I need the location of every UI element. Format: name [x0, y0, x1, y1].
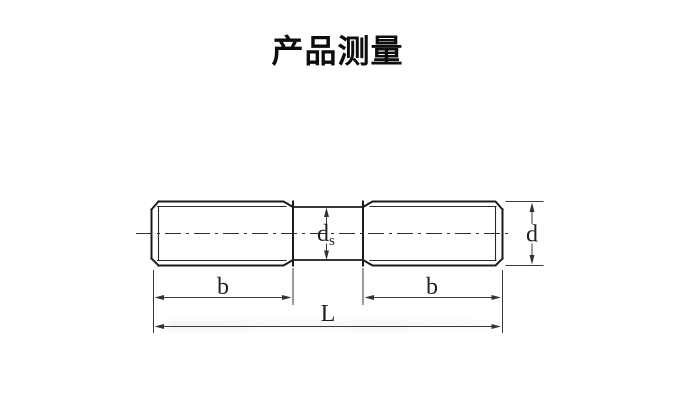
thread-lines — [156, 205, 497, 262]
dim-label-b-left: b — [217, 274, 229, 300]
dim-label-b-right: b — [426, 274, 438, 300]
arrow-left-icon — [364, 295, 374, 300]
arrow-down-icon — [324, 250, 329, 260]
arrow-up-icon — [529, 202, 535, 212]
dimension-thread-diameter: d — [505, 201, 544, 266]
dim-label-L: L — [321, 301, 336, 327]
dimension-thread-length-left: b — [153, 268, 294, 333]
dimension-thread-length-right: b — [362, 268, 503, 333]
dimension-shank-diameter: ds — [317, 207, 335, 260]
arrow-up-icon — [324, 207, 329, 217]
dim-label-ds: ds — [317, 221, 335, 249]
stud-outline — [150, 200, 504, 267]
arrow-right-icon — [282, 295, 292, 300]
dim-label-d: d — [526, 222, 538, 248]
arrow-left-icon — [154, 295, 164, 300]
arrow-right-icon — [491, 295, 501, 300]
arrow-down-icon — [529, 255, 535, 265]
page-title: 产品测量 — [271, 33, 404, 69]
arrow-right-icon — [491, 324, 501, 329]
arrow-left-icon — [154, 324, 164, 329]
dimension-total-length: L — [154, 301, 501, 329]
